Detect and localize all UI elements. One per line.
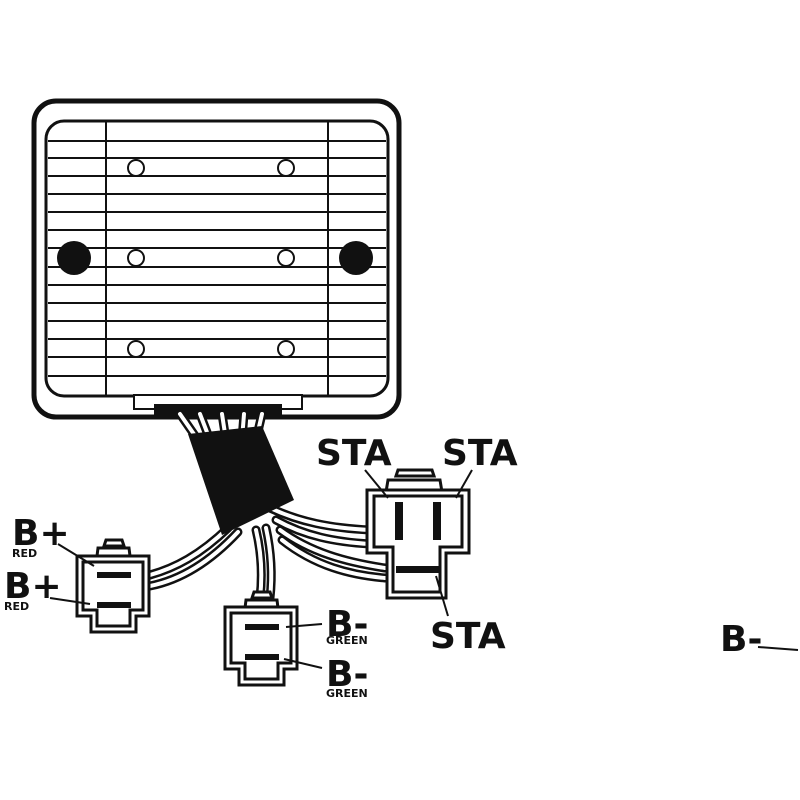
label-bplus-1-sub: RED [12,547,37,560]
label-sta-top-right: STA [442,433,518,474]
label-bminus-2: B- [326,654,368,695]
sta-connector [365,468,471,600]
label-sta-bottom: STA [430,616,506,657]
leader-lines [49,469,799,669]
label-bplus-2: B+ [4,566,62,607]
label-bplus-2-sub: RED [4,600,29,613]
label-bminus-2-sub: GREEN [326,687,368,700]
label-bminus-far: B- [720,619,762,660]
bplus-connector [75,538,151,634]
heatsink-fins [48,140,386,377]
regulator-unit [31,98,402,420]
terminal-labels: STA STA STA B+ RED B+ RED B- GREEN B- GR… [4,433,762,700]
screw-holes [127,159,295,358]
label-sta-top-left: STA [316,433,392,474]
mounting-hole-left [57,241,91,275]
wire-sleeve [188,426,294,535]
mounting-hole-right [339,241,373,275]
bminus-connector [223,590,299,687]
wire-harness [145,409,390,603]
label-bminus-1-sub: GREEN [326,634,368,647]
regulator-heatsink-plate [44,119,390,398]
label-bminus-1: B- [326,604,368,645]
label-bplus-1: B+ [12,513,70,554]
